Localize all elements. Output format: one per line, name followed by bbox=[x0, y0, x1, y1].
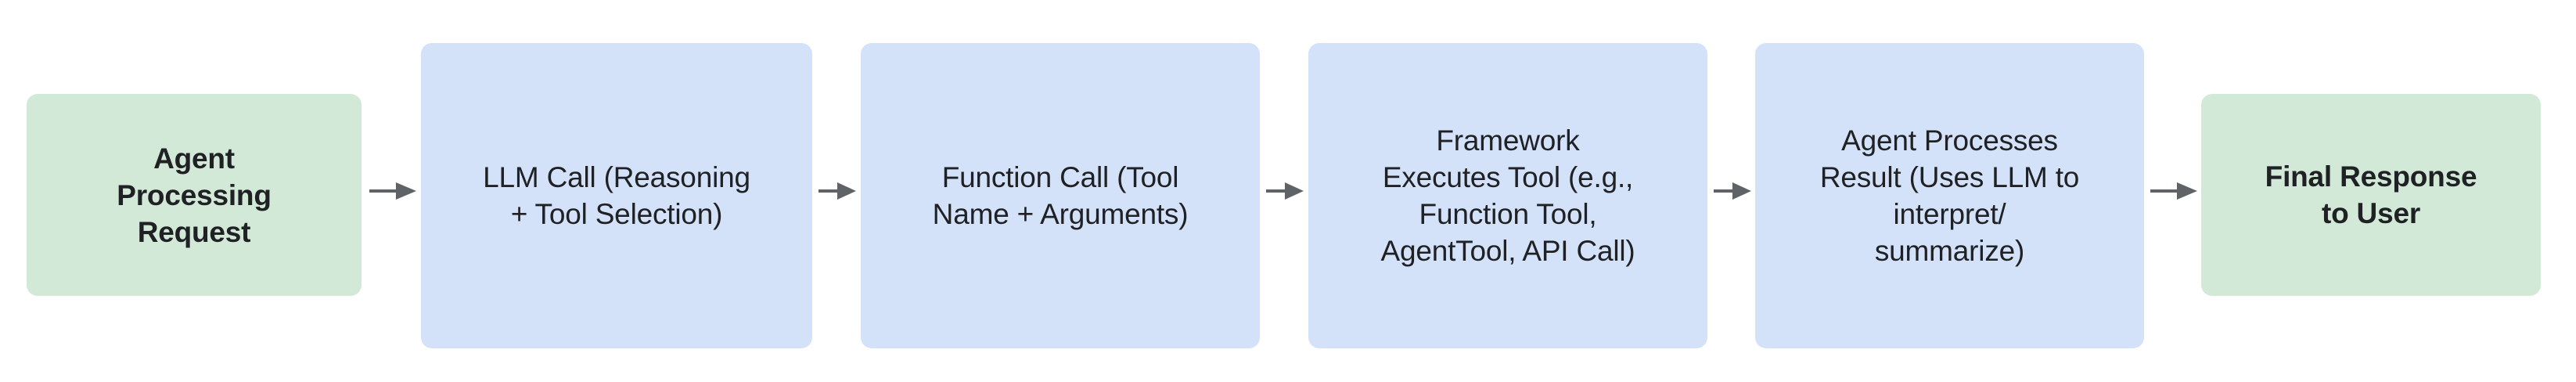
node-final-response-to-user[interactable]: Final Response to User bbox=[2201, 94, 2541, 296]
arrow-icon bbox=[1714, 182, 1751, 200]
node-label: Function Call (Tool Name + Arguments) bbox=[932, 161, 1189, 230]
node-llm-call[interactable]: LLM Call (Reasoning + Tool Selection) bbox=[421, 43, 812, 348]
arrow-framework-executes-tool-to-agent-processes-result bbox=[1714, 178, 1751, 204]
node-label: Final Response to User bbox=[2265, 160, 2477, 229]
arrow-function-call-to-framework-executes-tool bbox=[1266, 178, 1304, 204]
node-framework-executes-tool[interactable]: Framework Executes Tool (e.g., Function … bbox=[1308, 43, 1707, 348]
arrow-icon bbox=[818, 182, 856, 200]
node-label: Agent Processes Result (Uses LLM to inte… bbox=[1819, 124, 2080, 267]
arrow-icon bbox=[369, 182, 416, 200]
node-agent-processing-request[interactable]: Agent Processing Request bbox=[27, 94, 362, 296]
node-agent-processes-result[interactable]: Agent Processes Result (Uses LLM to inte… bbox=[1755, 43, 2144, 348]
node-label: Framework Executes Tool (e.g., Function … bbox=[1380, 124, 1635, 267]
arrow-agent-processing-request-to-llm-call bbox=[369, 178, 416, 204]
arrow-agent-processes-result-to-final-response-to-user bbox=[2150, 178, 2197, 204]
arrow-icon bbox=[2150, 182, 2197, 200]
arrow-llm-call-to-function-call bbox=[818, 178, 856, 204]
arrow-icon bbox=[1266, 182, 1304, 200]
node-label: LLM Call (Reasoning + Tool Selection) bbox=[483, 161, 750, 230]
node-label: Agent Processing Request bbox=[117, 142, 272, 248]
node-function-call[interactable]: Function Call (Tool Name + Arguments) bbox=[861, 43, 1260, 348]
